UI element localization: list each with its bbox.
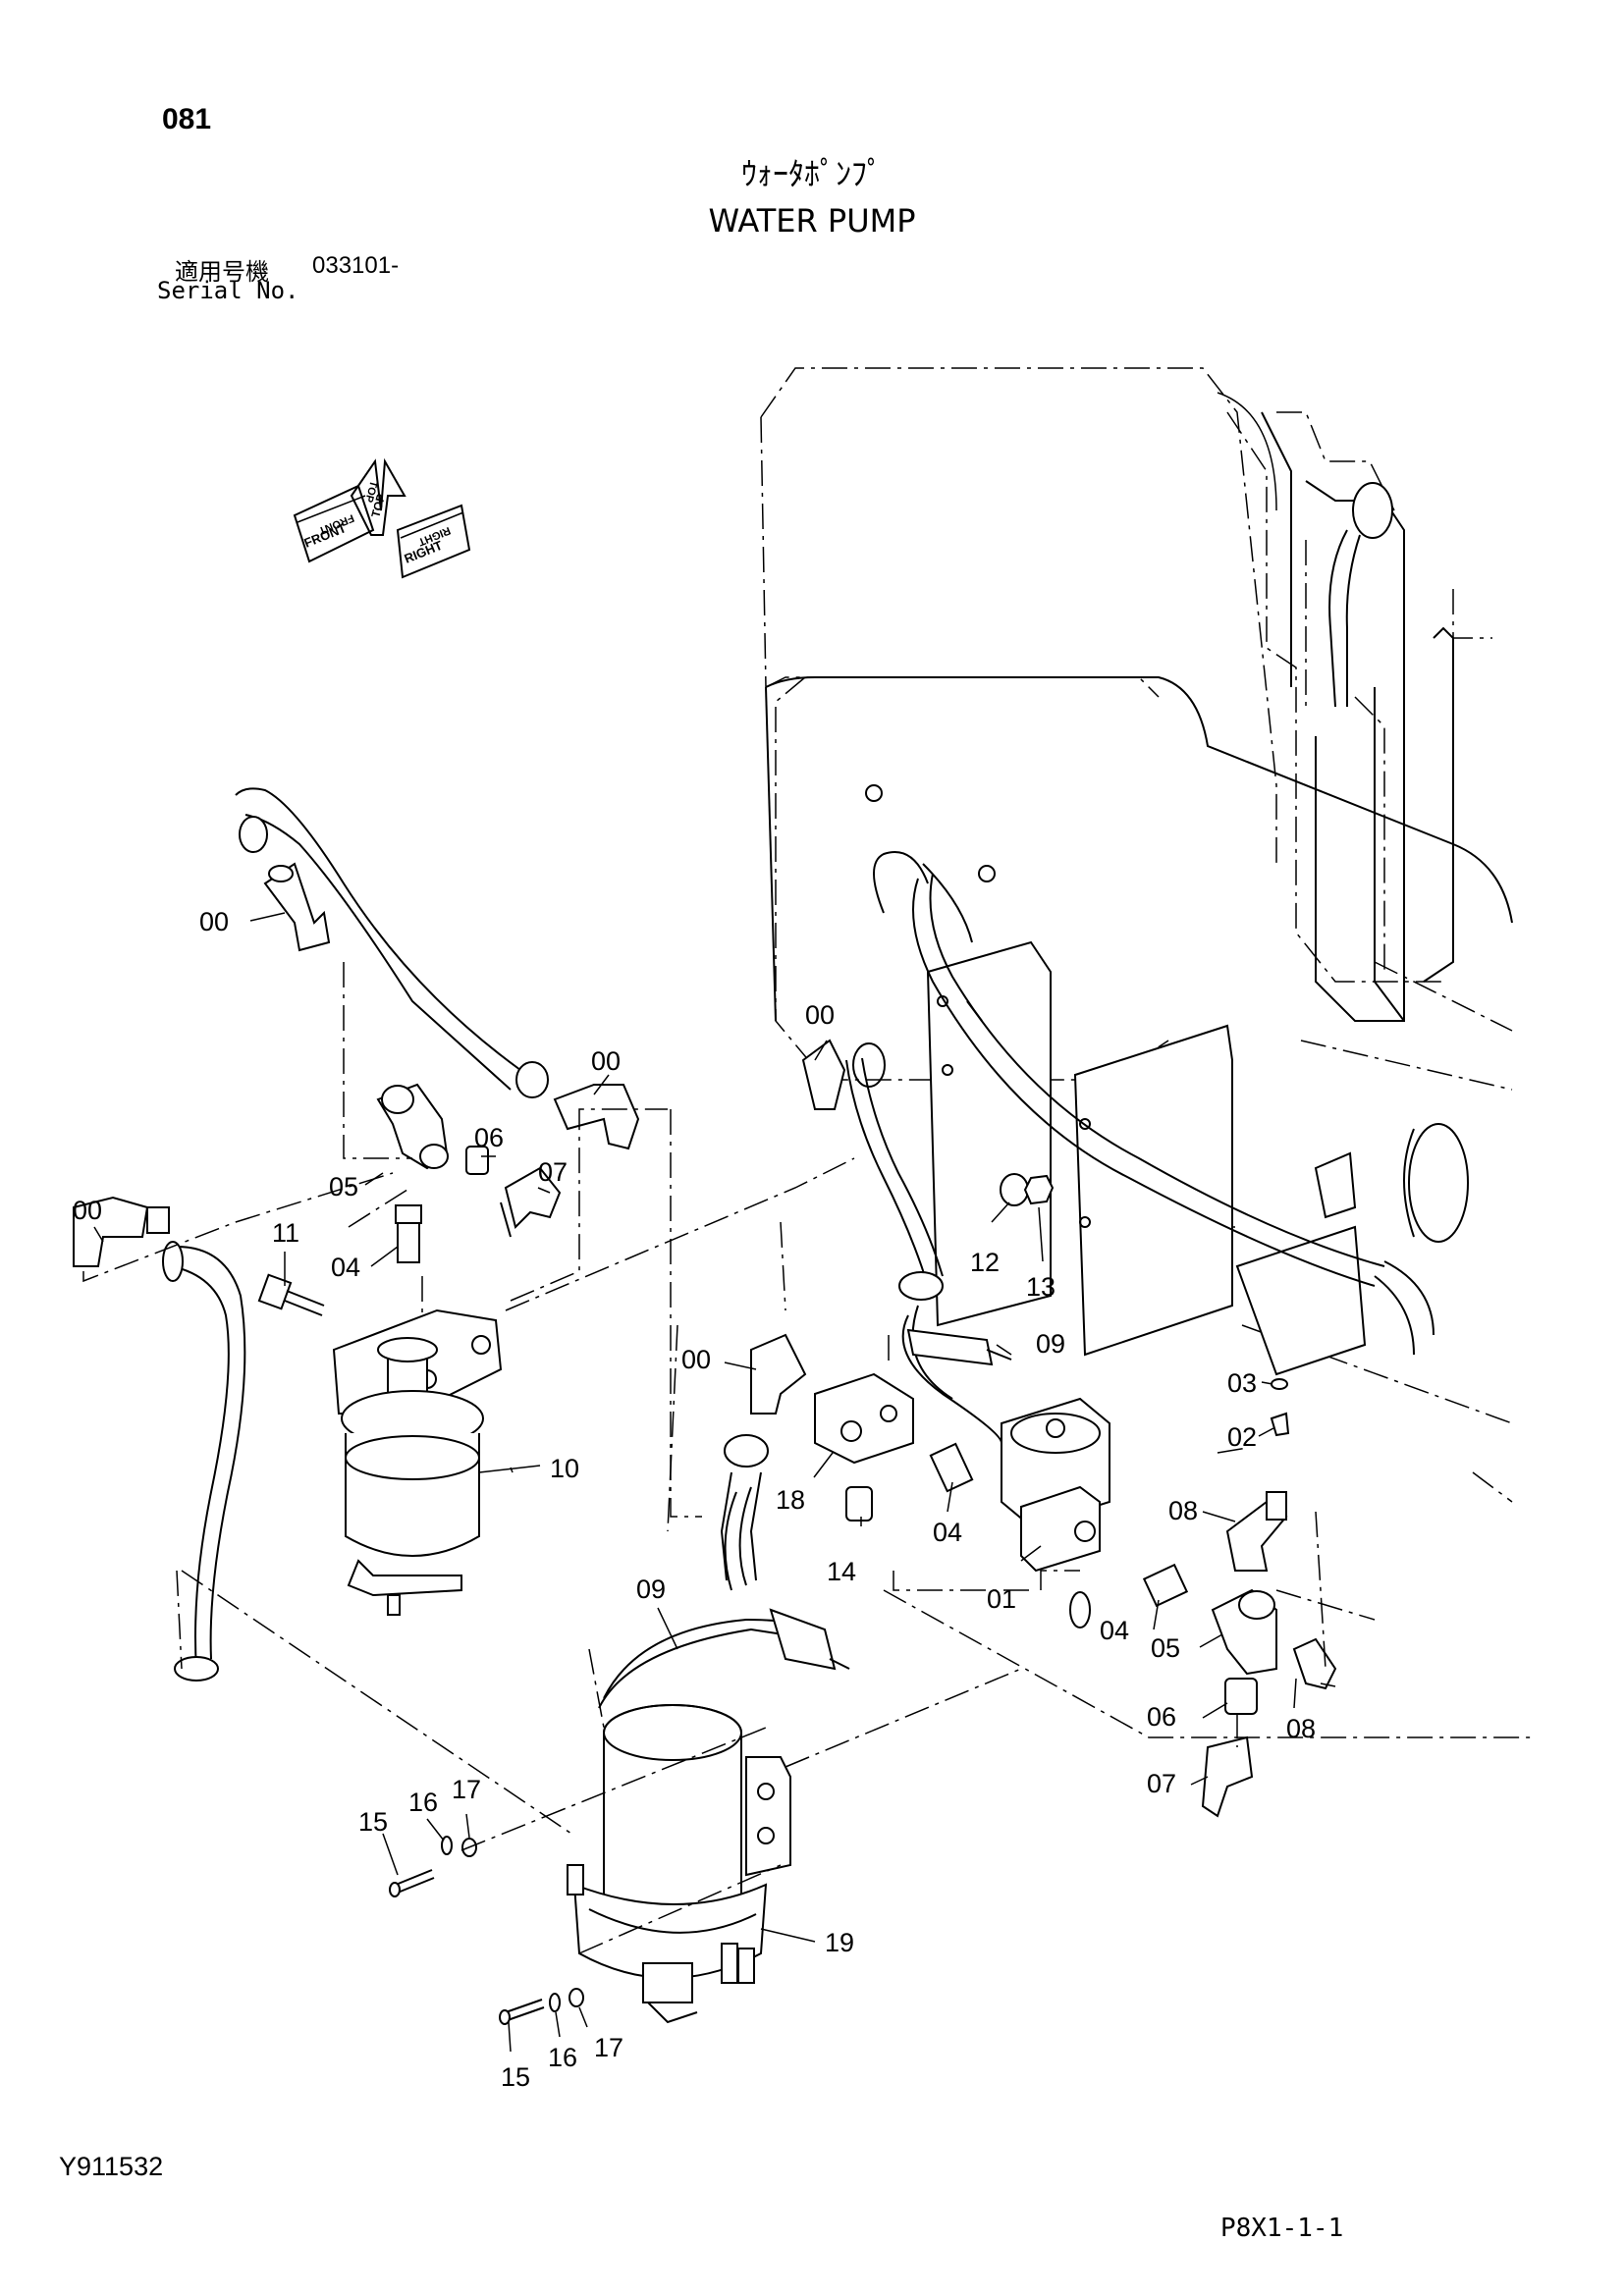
serial-label-japanese: 適用号機 xyxy=(175,258,269,286)
callout-07: 07 xyxy=(1147,1769,1176,1798)
callout-16: 16 xyxy=(408,1788,438,1817)
callout-03: 03 xyxy=(1227,1368,1257,1398)
orientation-label-top-mirrored: TOP xyxy=(362,479,379,504)
callout-12: 12 xyxy=(970,1248,1000,1277)
water-pump-assembly xyxy=(567,1704,791,2024)
callout-15: 15 xyxy=(501,2062,530,2092)
brackets xyxy=(926,940,1367,1376)
fittings xyxy=(73,862,1337,1818)
callout-00: 00 xyxy=(805,1000,835,1030)
callout-15: 15 xyxy=(358,1807,388,1837)
serial-number-value: 033101- xyxy=(312,252,400,279)
callout-08: 08 xyxy=(1286,1714,1316,1743)
orientation-label-top: TOP xyxy=(368,493,388,519)
callout-06: 06 xyxy=(1147,1702,1176,1732)
figure-number: Y911532 xyxy=(59,2152,164,2181)
callout-18: 18 xyxy=(776,1485,805,1515)
title-english: WATER PUMP xyxy=(708,202,916,240)
callout-00: 00 xyxy=(73,1196,102,1225)
callout-00: 00 xyxy=(199,907,229,936)
callout-09: 09 xyxy=(636,1575,666,1604)
callout-05: 05 xyxy=(329,1172,358,1201)
callout-08: 08 xyxy=(1168,1496,1198,1525)
mounting-plate xyxy=(765,676,1513,1629)
callout-19: 19 xyxy=(825,1928,854,1957)
callout-02: 02 xyxy=(1227,1422,1257,1452)
callout-04: 04 xyxy=(933,1518,962,1547)
callout-05: 05 xyxy=(1151,1633,1180,1663)
callout-17: 17 xyxy=(452,1775,481,1804)
page-code: P8X1-1-1 xyxy=(1220,2214,1344,2243)
callout-14: 14 xyxy=(827,1557,856,1586)
callout-07: 07 xyxy=(538,1157,568,1187)
callout-04: 04 xyxy=(1100,1616,1129,1645)
bolt-11 xyxy=(257,1273,325,1316)
leader-lines xyxy=(93,912,1336,2053)
callout-00: 00 xyxy=(591,1046,621,1076)
title-japanese: ｳｫｰﾀﾎﾟﾝﾌﾟ xyxy=(740,155,883,192)
assembly-lines xyxy=(82,962,1532,1954)
callout-17: 17 xyxy=(594,2033,623,2062)
callout-16: 16 xyxy=(548,2043,577,2072)
callout-10: 10 xyxy=(550,1454,579,1483)
callout-labels: 00 00 00 00 00 01 02 03 04 04 04 05 05 0… xyxy=(73,907,1316,2092)
coolant-hoses xyxy=(162,787,1469,1709)
orientation-badge: FRONT TOP RIGHT FRONT TOP RIGHT xyxy=(293,457,471,579)
callout-04: 04 xyxy=(331,1253,360,1282)
callout-11: 11 xyxy=(272,1218,299,1248)
callout-01: 01 xyxy=(987,1584,1016,1614)
callout-09: 09 xyxy=(1036,1329,1065,1359)
fuel-filter-assembly xyxy=(332,1308,503,1616)
radiator-tank xyxy=(1217,392,1454,1022)
callout-00: 00 xyxy=(681,1345,711,1374)
serial-label-english: Serial No. xyxy=(157,277,299,304)
callout-06: 06 xyxy=(474,1123,504,1152)
callout-13: 13 xyxy=(1026,1272,1056,1302)
bolts-and-washers xyxy=(389,1836,584,2025)
page-number: 081 xyxy=(162,103,212,135)
